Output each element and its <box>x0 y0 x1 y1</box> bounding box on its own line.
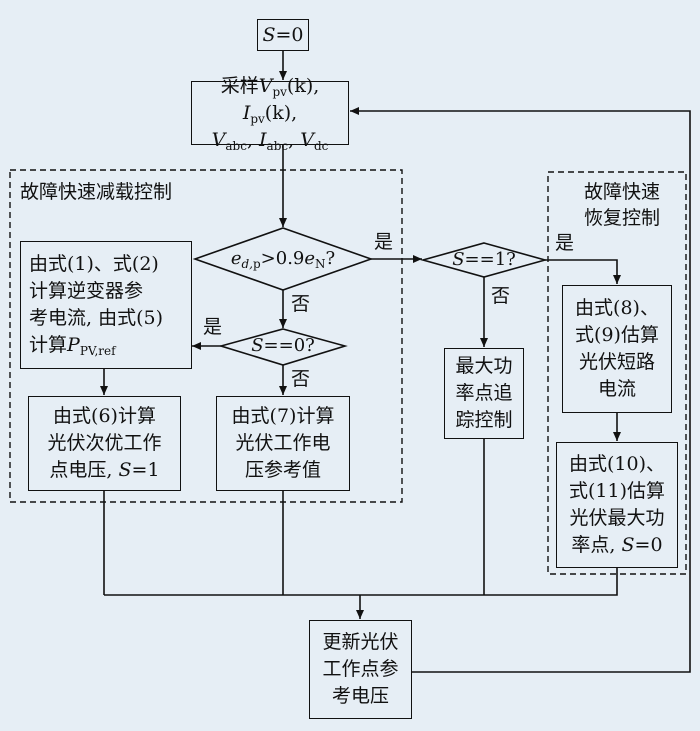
update-line2: 工作点参 <box>322 658 399 680</box>
ppv-symbol: P <box>67 334 80 356</box>
suboptimal-line3: 点电压, <box>49 459 119 481</box>
mpp-line1: 由式(10)、 <box>568 453 665 475</box>
suboptimal-s-text: =1 <box>131 459 160 481</box>
mpp-s-text: =0 <box>634 534 663 556</box>
decision3-var: S <box>452 249 465 270</box>
ipv-k: (k) <box>264 101 292 124</box>
short-circuit-line4: 电流 <box>597 378 636 400</box>
vpv-k: (k) <box>286 74 314 97</box>
decision2-no-label: 否 <box>291 368 311 390</box>
vdc-symbol: V <box>300 128 314 151</box>
decision2-yes-label: 是 <box>203 316 223 338</box>
start-var: S <box>262 23 276 46</box>
short-circuit-line2: 式(9)估算 <box>575 324 659 346</box>
ref-current-box: 由式(1)、式(2) 计算逆变器参 考电流, 由式(5) 计算PPV,ref <box>20 241 192 369</box>
update-box: 更新光伏 工作点参 考电压 <box>309 620 412 719</box>
ref-current-line2: 计算逆变器参 <box>29 280 144 302</box>
decision3-no-label: 否 <box>491 285 511 307</box>
sample-label: 采样 <box>220 74 259 97</box>
iabc-sub: abc <box>266 138 289 153</box>
decision1-no-label: 否 <box>291 293 311 315</box>
mppt-box: 最大功 率点追 踪控制 <box>444 348 524 439</box>
ed-sub: d, <box>241 257 253 271</box>
mpp-estimate-box: 由式(10)、 式(11)估算 光伏最大功 率点, S=0 <box>556 442 678 568</box>
start-box: S=0 <box>257 19 309 51</box>
mppt-line1: 最大功 <box>455 355 513 377</box>
suboptimal-s: S <box>118 459 132 481</box>
decision2-text: S==0? <box>233 335 333 357</box>
ref-current-line1: 由式(1)、式(2) <box>29 253 159 275</box>
ipv-sub: pv <box>250 111 265 126</box>
ed-symbol: e <box>230 248 242 269</box>
decision1-text: ed,p>0.9eN? <box>213 248 353 270</box>
vabc-sub: abc <box>225 138 247 153</box>
en-sub: N <box>315 257 326 271</box>
en-symbol: e <box>304 248 316 269</box>
short-circuit-line3: 光伏短路 <box>578 351 655 373</box>
decision1-yes-label: 是 <box>374 231 394 253</box>
vref-line3: 压参考值 <box>244 459 321 481</box>
mppt-line2: 率点追 <box>455 382 513 404</box>
fast-load-shedding-region <box>9 169 403 503</box>
mpp-line2: 式(11)估算 <box>568 480 665 502</box>
vpv-sub: pv <box>272 84 287 99</box>
suboptimal-line2: 光伏次优工作 <box>47 432 162 454</box>
ppv-sub: PV,ref <box>79 344 116 358</box>
suboptimal-line1: 由式(6)计算 <box>53 405 156 427</box>
vabc-symbol: V <box>211 128 226 151</box>
decision3-text: S==1? <box>434 249 534 271</box>
right-region-title-2: 恢复控制 <box>584 207 661 229</box>
vref-line1: 由式(7)计算 <box>231 405 335 427</box>
right-region-title-1: 故障快速 <box>584 181 661 203</box>
update-line3: 考电压 <box>331 685 389 707</box>
mpp-s: S <box>621 534 635 556</box>
voltage-reference-box: 由式(7)计算 光伏工作电 压参考值 <box>216 396 350 491</box>
vpv-symbol: V <box>258 74 273 97</box>
decision3-cond: ==1? <box>464 249 516 270</box>
vdc-sub: dc <box>313 138 329 153</box>
vref-line2: 光伏工作电 <box>235 432 331 454</box>
left-region-title: 故障快速减载控制 <box>20 181 173 203</box>
ed-sub2: p <box>252 257 261 271</box>
ed-op: >0.9 <box>260 248 305 269</box>
short-circuit-line1: 由式(8)、 <box>575 297 659 319</box>
sample-box: 采样Vpv(k), Ipv(k), Vabc, Iabc, Vdc <box>191 75 349 152</box>
iabc-symbol: I <box>259 128 267 151</box>
decision2-cond: ==0? <box>263 335 315 356</box>
ref-current-line4: 计算 <box>29 334 68 356</box>
mpp-line3: 光伏最大功 <box>569 507 665 529</box>
decision1-q: ? <box>325 248 336 269</box>
update-line1: 更新光伏 <box>322 631 399 653</box>
suboptimal-voltage-box: 由式(6)计算 光伏次优工作 点电压, S=1 <box>28 396 181 491</box>
mpp-line4: 率点, <box>571 534 622 556</box>
start-text: =0 <box>275 23 304 46</box>
decision3-yes-label: 是 <box>555 232 575 254</box>
mppt-line3: 踪控制 <box>455 409 513 431</box>
short-circuit-box: 由式(8)、 式(9)估算 光伏短路 电流 <box>562 285 672 413</box>
ref-current-line3: 考电流, 由式(5) <box>29 307 163 329</box>
ipv-symbol: I <box>242 101 251 124</box>
decision2-var: S <box>251 335 264 356</box>
